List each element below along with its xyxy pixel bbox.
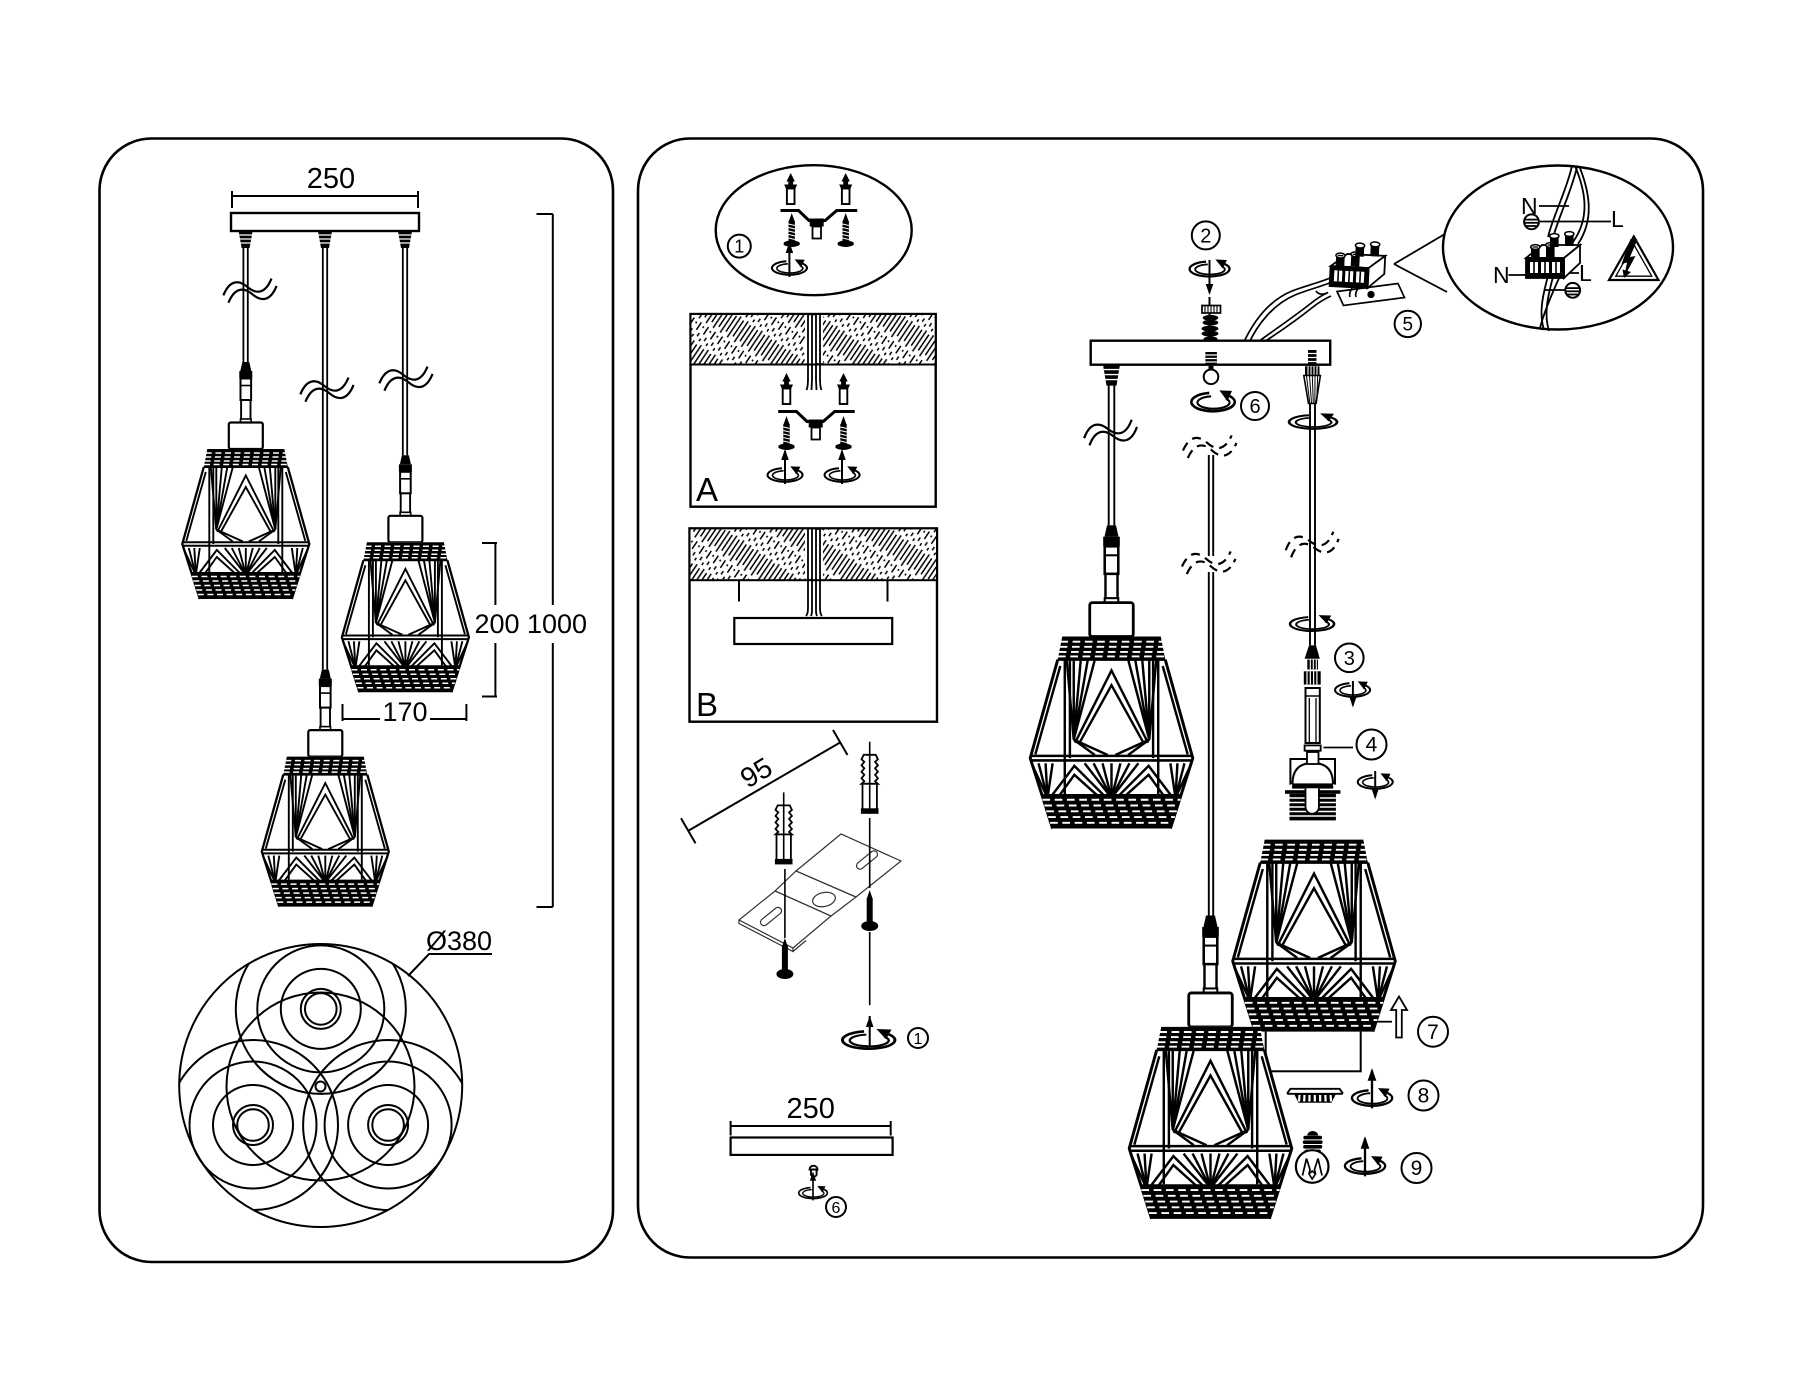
svg-text:6: 6 — [832, 1200, 841, 1217]
svg-text:A: A — [696, 471, 718, 508]
svg-text:1: 1 — [914, 1031, 923, 1048]
svg-text:3: 3 — [1344, 648, 1355, 670]
svg-text:200: 200 — [474, 609, 519, 639]
svg-text:9: 9 — [1411, 1157, 1423, 1180]
svg-text:2: 2 — [1200, 225, 1211, 247]
svg-text:8: 8 — [1418, 1085, 1430, 1108]
svg-text:N: N — [1521, 193, 1538, 219]
svg-text:1000: 1000 — [527, 609, 587, 639]
svg-text:6: 6 — [1249, 396, 1260, 418]
svg-text:170: 170 — [382, 697, 427, 727]
svg-text:1: 1 — [734, 237, 744, 257]
svg-text:7: 7 — [1427, 1021, 1439, 1044]
svg-text:N: N — [1493, 262, 1510, 288]
svg-text:L: L — [1579, 260, 1592, 286]
svg-text:5: 5 — [1403, 314, 1414, 335]
svg-text:L: L — [1611, 206, 1624, 232]
svg-text:250: 250 — [307, 163, 355, 195]
svg-text:250: 250 — [787, 1093, 835, 1125]
svg-text:Ø380: Ø380 — [426, 926, 492, 956]
svg-text:B: B — [696, 686, 718, 723]
svg-text:4: 4 — [1366, 734, 1378, 757]
